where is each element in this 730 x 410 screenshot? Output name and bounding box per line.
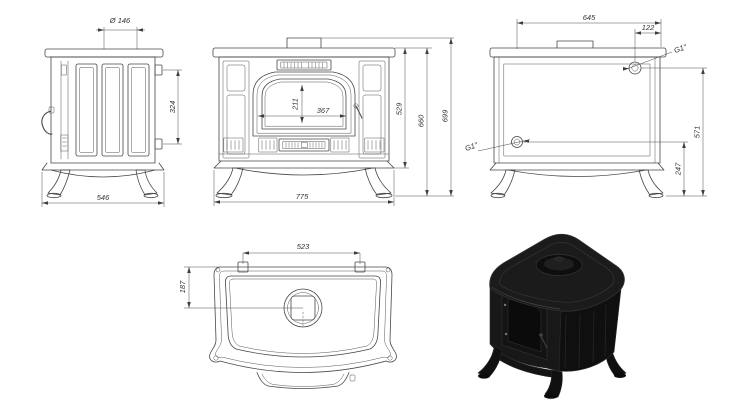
dim-upper-port-height: 571 [693,126,702,139]
top-view: 523 187 [178,242,397,389]
flue-collar [286,37,322,49]
flue-collar [556,40,594,49]
handle-knob [539,333,543,337]
door-glass [261,78,347,130]
door-latch [353,103,359,109]
lower-port-boss [154,138,163,150]
rear-view: 645 122 G1" G1" 571 247 [464,13,707,199]
dim-port-spacing: 523 [297,242,310,251]
hinge-highlight [504,332,508,336]
hinge-highlight [503,303,507,307]
upper-port-boss [154,64,163,76]
dim-overall-height: 699 [441,109,450,122]
side-view-linework [41,48,165,199]
front-center-leg [544,369,563,398]
dim-upper-port-inset: 122 [642,23,655,32]
dim-depth: 546 [97,193,110,202]
dim-flue-offset: 187 [178,280,187,293]
label-upper-port-thread: G1" [673,42,688,55]
dim-firebox-top-height: 529 [395,102,404,115]
dim-overall-width: 775 [296,192,309,201]
top-view-dimensions: 523 187 [178,242,361,309]
front-view-dimensions: 211 367 529 660 699 775 [213,37,454,206]
render-3d [477,233,627,399]
lower-water-port [511,136,523,148]
door-handle [41,110,53,135]
side-view: Ø 146 324 546 [41,16,182,207]
label-lower-port-thread: G1" [464,140,479,153]
front-view-linework [212,37,396,199]
dim-glass-width: 367 [317,106,330,115]
front-view: 211 367 529 660 699 775 [212,37,454,206]
top-view-linework [209,261,397,389]
front-left-leg [477,345,503,378]
door-frame [252,71,356,137]
dim-lower-port-height: 247 [674,162,683,176]
rear-view-linework [489,40,667,199]
side-view-dimensions: Ø 146 324 546 [41,16,182,207]
dim-top-width: 645 [583,13,596,22]
stove-3d-render [477,233,627,399]
rear-view-dimensions: 645 122 G1" G1" 571 247 [464,13,707,197]
dim-port-spacing-vertical: 324 [168,101,177,114]
bottom-air-grille [278,138,330,152]
dim-flue-diameter: Ø 146 [109,16,131,25]
top-air-grille [276,59,332,71]
dim-glass-height: 211 [291,98,300,111]
dim-body-height: 660 [417,114,426,127]
